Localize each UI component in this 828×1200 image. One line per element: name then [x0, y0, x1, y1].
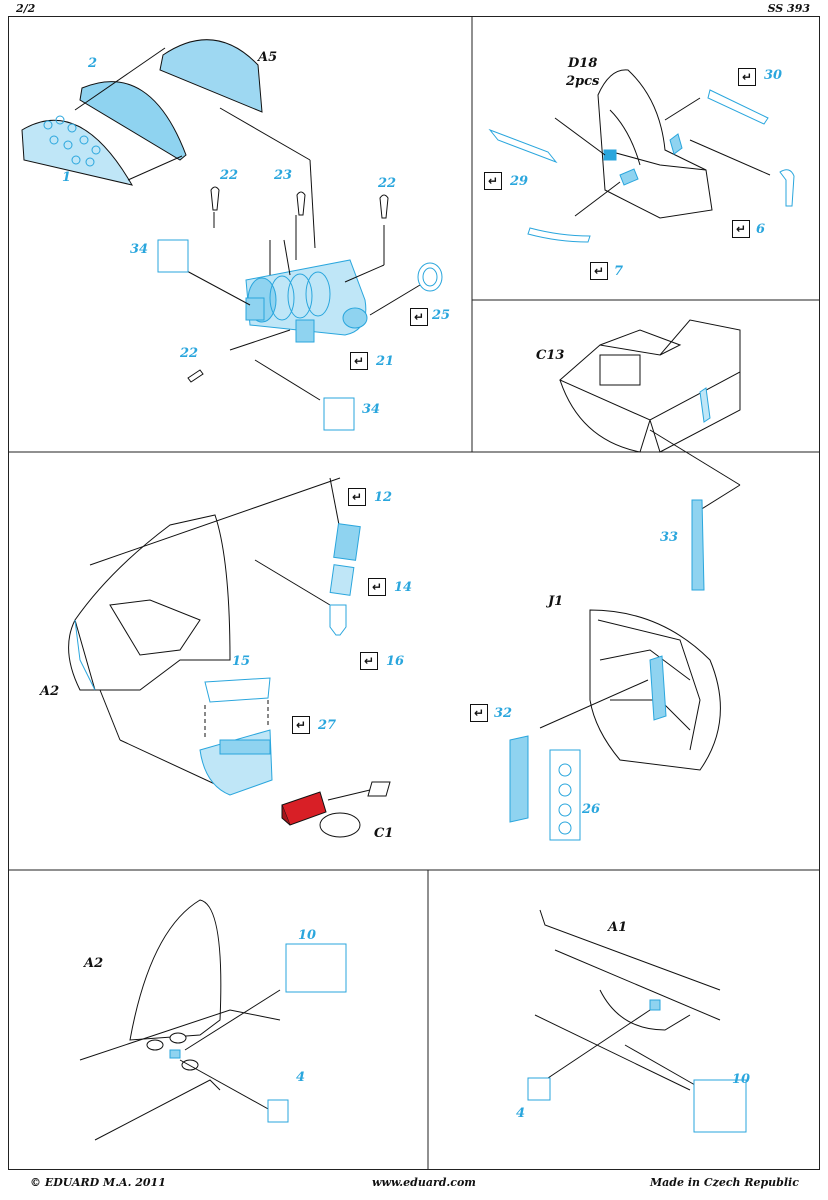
- frame-outer: [8, 16, 820, 1170]
- part-d18-qty: 2pcs: [566, 74, 600, 89]
- label-27: 27: [318, 718, 337, 733]
- fold-arrow-icon: ↵: [350, 352, 368, 370]
- fold-arrow-icon: ↵: [470, 704, 488, 722]
- label-23: 23: [274, 168, 293, 183]
- label-6: 6: [756, 222, 766, 237]
- label-15: 15: [232, 654, 251, 669]
- part-a5-label: A5: [258, 50, 278, 65]
- label-1: 1: [62, 170, 72, 185]
- label-10b: 10: [732, 1072, 751, 1087]
- origin: Made in Czech Republic: [650, 1176, 799, 1189]
- label-7: 7: [614, 264, 624, 279]
- part-j1-label: J1: [548, 594, 564, 609]
- fold-arrow-icon: ↵: [590, 262, 608, 280]
- cockpit-drawing: [68, 477, 391, 838]
- label-26: 26: [582, 802, 601, 817]
- label-4b: 4: [516, 1106, 526, 1121]
- seat-drawing: [488, 69, 795, 243]
- label-34b: 34: [362, 402, 381, 417]
- fold-arrow-icon: ↵: [732, 220, 750, 238]
- label-2: 2: [88, 56, 98, 71]
- label-34a: 34: [130, 242, 149, 257]
- instrument-panel-drawing: [21, 39, 443, 431]
- label-12: 12: [374, 490, 393, 505]
- label-21: 21: [376, 354, 395, 369]
- part-d18-label: D18: [568, 56, 598, 71]
- fold-arrow-icon: ↵: [484, 172, 502, 190]
- part-a2-tail-label: A2: [84, 956, 104, 971]
- c13-drawing: [559, 319, 741, 591]
- j1-drawing: [509, 609, 721, 841]
- label-22c: 22: [180, 346, 199, 361]
- label-25: 25: [432, 308, 451, 323]
- fuselage-drawing: [527, 909, 747, 1133]
- page-number: 2/2: [16, 2, 36, 15]
- copyright: © EDUARD M.A. 2011: [30, 1176, 166, 1189]
- part-c1-label: C1: [374, 826, 394, 841]
- label-30: 30: [764, 68, 783, 83]
- label-22b: 22: [378, 176, 397, 191]
- fold-arrow-icon: ↵: [368, 578, 386, 596]
- label-22a: 22: [220, 168, 239, 183]
- label-29: 29: [510, 174, 529, 189]
- label-14: 14: [394, 580, 413, 595]
- label-10a: 10: [298, 928, 317, 943]
- fold-arrow-icon: ↵: [292, 716, 310, 734]
- part-a1-label: A1: [608, 920, 628, 935]
- part-a2-label: A2: [40, 684, 60, 699]
- fold-arrow-icon: ↵: [410, 308, 428, 326]
- label-32: 32: [494, 706, 513, 721]
- fold-arrow-icon: ↵: [738, 68, 756, 86]
- set-code: SS 393: [767, 2, 810, 15]
- part-c13-label: C13: [536, 348, 565, 363]
- fold-arrow-icon: ↵: [360, 652, 378, 670]
- label-33: 33: [660, 530, 679, 545]
- label-4a: 4: [296, 1070, 306, 1085]
- website: www.eduard.com: [372, 1176, 476, 1189]
- label-16: 16: [386, 654, 405, 669]
- fold-arrow-icon: ↵: [348, 488, 366, 506]
- tail-drawing: [79, 899, 347, 1141]
